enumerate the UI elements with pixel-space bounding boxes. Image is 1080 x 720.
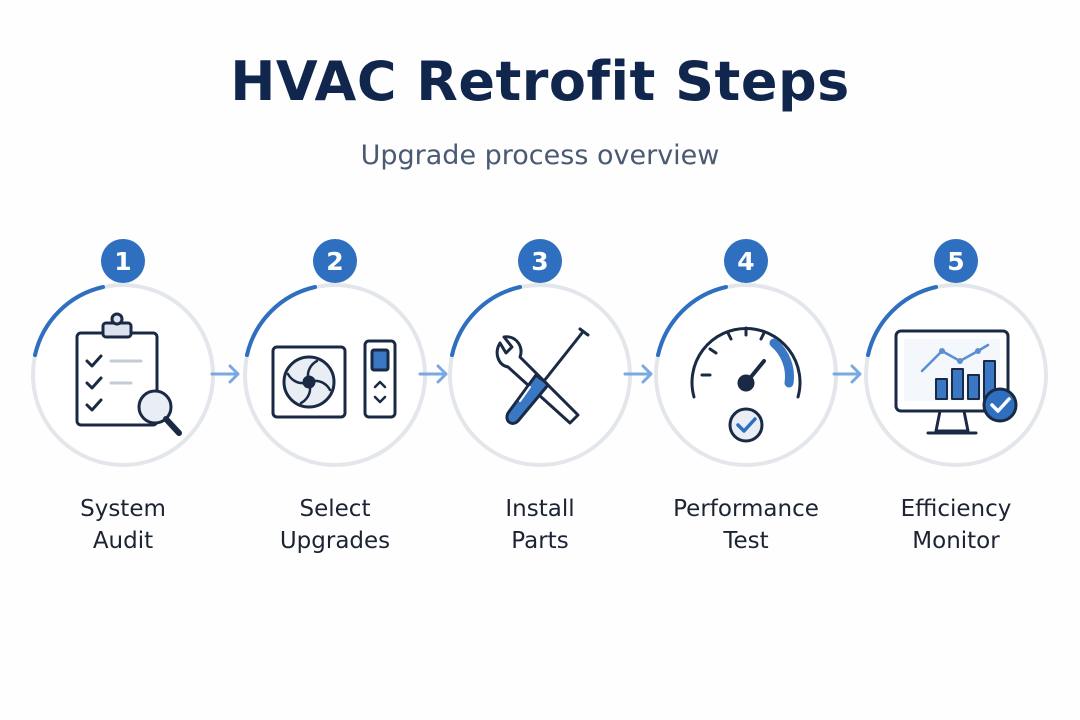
step-5-ring: 5 <box>864 239 1048 467</box>
step-2: 2 Select Upgrades <box>235 235 435 565</box>
step-3-label: Install Parts <box>505 496 575 554</box>
page-subtitle: Upgrade process overview <box>360 140 720 171</box>
gauge-check-icon <box>690 326 802 443</box>
step-1: 1 System Audit <box>23 235 223 565</box>
step-1-badge <box>101 239 145 283</box>
arrow-right-icon <box>832 364 862 384</box>
step-4-label: Performance Test <box>673 496 819 554</box>
step-1-label: System Audit <box>80 496 166 554</box>
ac-unit-thermostat-icon <box>271 339 397 419</box>
step-5-label: Efficiency Monitor <box>900 496 1012 554</box>
step-4-badge <box>724 239 768 283</box>
step-1-ring: 1 <box>31 239 215 467</box>
arrow-right-icon <box>418 364 448 384</box>
arrow-right-icon <box>623 364 653 384</box>
monitor-chart-check-icon <box>894 329 1018 435</box>
step-4-number: 4 <box>737 247 754 276</box>
page-title: HVAC Retrofit Steps <box>230 50 850 113</box>
step-3-ring: 3 <box>448 239 632 467</box>
step-5: 5 Efficiency Monitor <box>856 235 1056 565</box>
step-3-badge <box>518 239 562 283</box>
step-2-badge <box>313 239 357 283</box>
step-4: 4 Performance Test <box>646 235 846 565</box>
step-2-number: 2 <box>326 247 343 276</box>
clipboard-magnifier-icon <box>75 312 182 436</box>
step-3: 3 Install Parts <box>440 235 640 565</box>
step-5-number: 5 <box>947 247 964 276</box>
step-5-badge <box>934 239 978 283</box>
step-3-number: 3 <box>531 247 548 276</box>
step-1-number: 1 <box>114 247 131 276</box>
step-4-ring: 4 <box>654 239 838 467</box>
arrow-right-icon <box>210 364 240 384</box>
step-2-label: Select Upgrades <box>279 496 391 554</box>
step-2-ring: 2 <box>243 239 427 467</box>
wrench-screwdriver-icon <box>495 327 590 425</box>
